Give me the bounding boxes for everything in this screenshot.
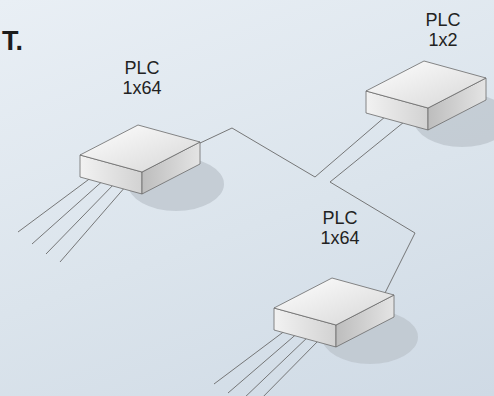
box-top-face <box>274 278 394 325</box>
box-top-face <box>366 61 486 108</box>
splitter-label: PLC 1x2 <box>425 10 460 50</box>
box-top-face <box>80 125 200 172</box>
splitter-box <box>272 275 442 375</box>
splitter-label: PLC 1x64 <box>122 58 161 98</box>
splitter-box <box>78 122 248 222</box>
splitter-label: PLC 1x64 <box>320 208 359 248</box>
corner-label: T. <box>2 26 23 57</box>
plc-splitter: PLC 1x64 <box>78 58 248 222</box>
plc-splitter: PLC 1x2 <box>364 10 494 158</box>
plc-splitter: PLC 1x64 <box>272 208 442 375</box>
splitter-box <box>364 58 494 158</box>
fiber-connector <box>198 116 386 177</box>
